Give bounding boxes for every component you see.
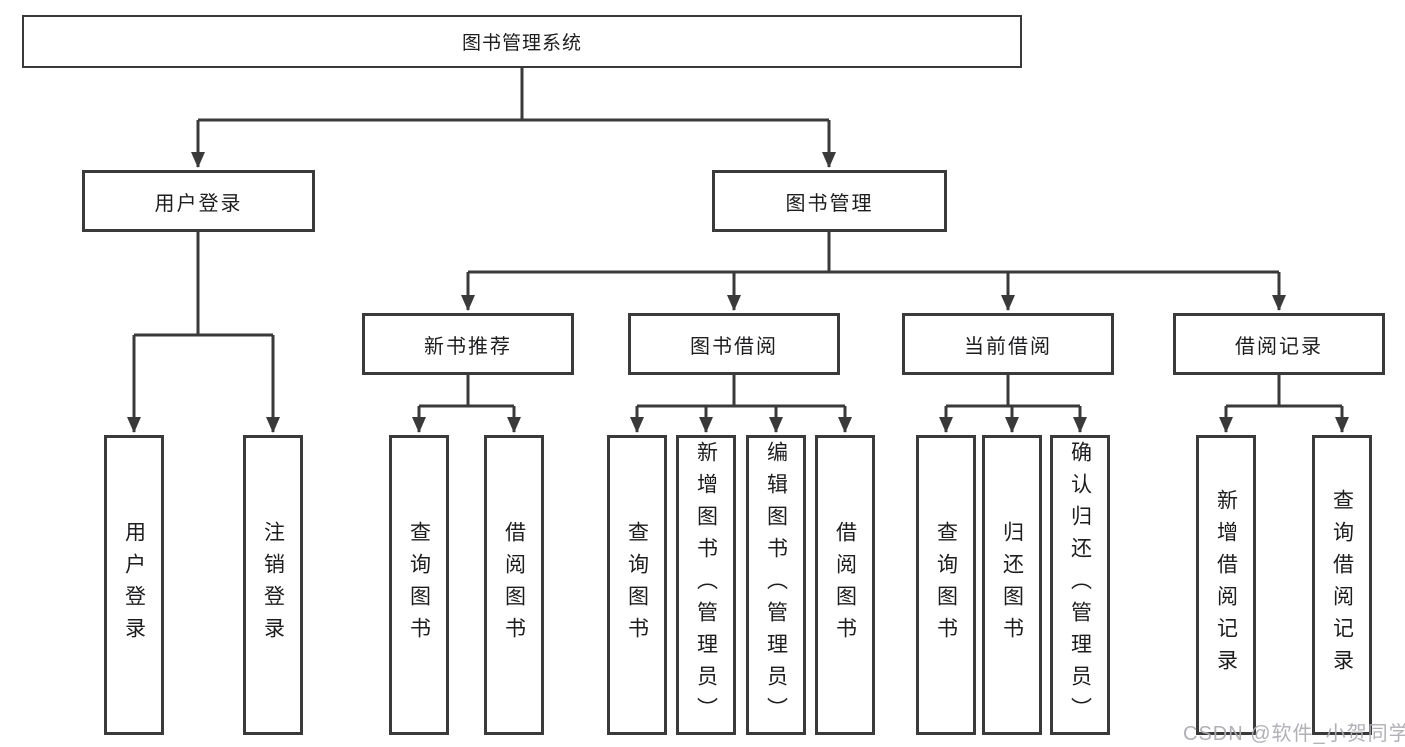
node-new-book-recommend: 新书推荐 (362, 313, 574, 375)
node-label: 借阅图书 (502, 521, 526, 649)
leaf-add-borrow-record: 新增借阅记录 (1196, 435, 1256, 735)
node-book-borrow: 图书借阅 (628, 313, 840, 375)
node-label: 新书推荐 (424, 335, 512, 358)
node-label: 注销登录 (261, 521, 285, 649)
leaf-confirm-return-admin: 确认归还（管理员） (1050, 435, 1110, 735)
node-label: 查询图书 (625, 521, 649, 649)
node-current-borrow: 当前借阅 (902, 313, 1114, 375)
node-label: 新增图书（管理员） (694, 441, 718, 729)
leaf-query-books-current: 查询图书 (916, 435, 976, 735)
leaf-edit-books-admin: 编辑图书（管理员） (746, 435, 806, 735)
node-label: 归还图书 (1000, 521, 1024, 649)
node-label: 图书借阅 (690, 335, 778, 358)
leaf-borrow-books-recommend: 借阅图书 (484, 435, 544, 735)
node-label: 查询借阅记录 (1330, 489, 1354, 681)
leaf-logout: 注销登录 (243, 435, 303, 735)
node-label: 图书管理系统 (461, 33, 582, 54)
node-label: 查询图书 (407, 521, 431, 649)
node-book-management: 图书管理 (712, 170, 947, 232)
csdn-watermark: CSDN @软件_小贺同学 (1183, 723, 1405, 745)
node-label: 当前借阅 (964, 335, 1052, 358)
leaf-user-login: 用户登录 (104, 435, 164, 735)
leaf-add-books-admin: 新增图书（管理员） (676, 435, 736, 735)
node-label: 用户登录 (122, 521, 146, 649)
leaf-borrow-books: 借阅图书 (815, 435, 875, 735)
leaf-return-books: 归还图书 (982, 435, 1042, 735)
leaf-query-borrow-record: 查询借阅记录 (1312, 435, 1372, 735)
node-borrow-records: 借阅记录 (1173, 313, 1385, 375)
node-label: 编辑图书（管理员） (764, 441, 788, 729)
node-library-system: 图书管理系统 (22, 15, 1022, 68)
node-label: 确认归还（管理员） (1068, 441, 1092, 729)
node-label: 查询图书 (934, 521, 958, 649)
leaf-query-books-recommend: 查询图书 (389, 435, 449, 735)
node-label: 新增借阅记录 (1214, 489, 1238, 681)
node-label: 借阅记录 (1235, 335, 1323, 358)
node-label: 借阅图书 (833, 521, 857, 649)
node-label: 用户登录 (154, 192, 243, 215)
leaf-query-books-borrow: 查询图书 (607, 435, 667, 735)
node-user-login: 用户登录 (82, 170, 315, 232)
node-label: 图书管理 (785, 192, 874, 215)
